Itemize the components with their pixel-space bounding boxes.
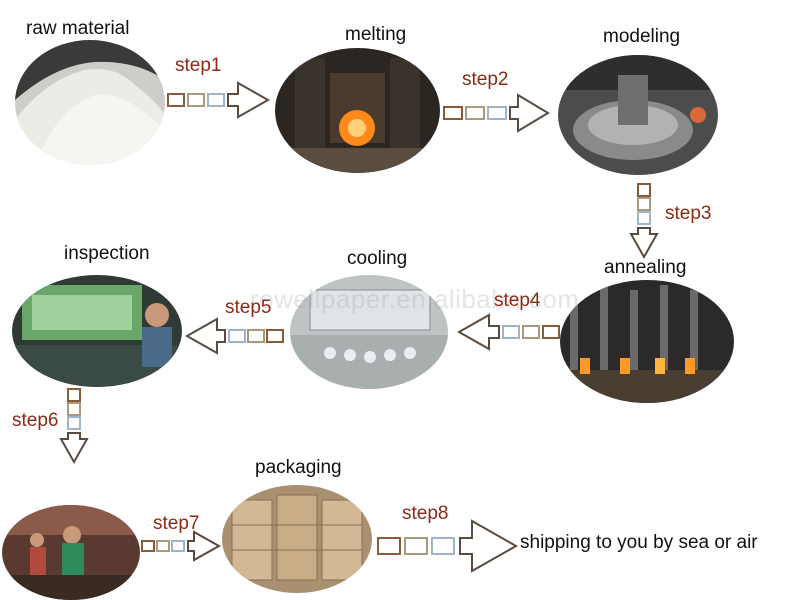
step1-label: step1 <box>175 55 222 76</box>
arrow-box <box>637 197 651 211</box>
shipping-label: shipping to you by sea or air <box>520 532 758 553</box>
arrow-box <box>637 183 651 197</box>
step6-arrow <box>59 388 89 465</box>
arrow-box <box>542 325 560 339</box>
step3-arrow <box>629 183 659 260</box>
arrow-box <box>228 329 246 343</box>
arrow-box <box>443 106 463 120</box>
arrow-box <box>266 329 284 343</box>
stage-modeling-label: modeling <box>603 26 681 47</box>
modeling-photo <box>558 55 718 175</box>
stage-annealing-label: annealing <box>604 257 687 278</box>
step8-arrow <box>377 519 519 573</box>
arrow-box <box>67 388 81 402</box>
raw-material-photo <box>15 40 165 165</box>
stage-packaging-label: packaging <box>255 457 342 478</box>
step8-label: step8 <box>402 503 449 524</box>
step7-arrow <box>141 530 222 562</box>
arrow-head <box>459 519 519 573</box>
arrow-head <box>227 81 271 119</box>
arrow-head <box>456 313 500 351</box>
arrow-head <box>629 227 659 260</box>
stage-cooling-label: cooling <box>347 248 408 269</box>
workers-photo <box>2 505 140 600</box>
stage-inspection-label: inspection <box>64 243 150 264</box>
step1-arrow <box>167 81 271 119</box>
arrow-head <box>509 93 550 133</box>
arrow-head <box>185 317 226 355</box>
arrow-box <box>465 106 485 120</box>
packaging-photo <box>222 485 372 593</box>
arrow-box <box>502 325 520 339</box>
step5-label: step5 <box>225 297 272 318</box>
arrow-box <box>156 540 170 552</box>
annealing-photo <box>560 280 734 403</box>
step6-label: step6 <box>12 410 59 431</box>
step7-label: step7 <box>153 513 200 534</box>
arrow-box <box>487 106 507 120</box>
arrow-box <box>522 325 540 339</box>
arrow-box <box>167 93 185 107</box>
step4-arrow <box>456 313 560 351</box>
arrow-box <box>207 93 225 107</box>
melting-photo <box>275 48 440 173</box>
arrow-box <box>247 329 265 343</box>
step3-label: step3 <box>665 203 712 224</box>
arrow-head <box>59 432 89 465</box>
arrow-box <box>141 540 155 552</box>
arrow-box <box>637 211 651 225</box>
arrow-box <box>67 416 81 430</box>
arrow-head <box>187 530 222 562</box>
arrow-box <box>67 402 81 416</box>
stage-melting-label: melting <box>345 24 407 45</box>
step5-arrow <box>185 317 284 355</box>
arrow-box <box>431 537 455 555</box>
step2-label: step2 <box>462 69 509 90</box>
stage-raw-material-label: raw material <box>26 18 130 39</box>
arrow-box <box>187 93 205 107</box>
step4-label: step4 <box>494 290 541 311</box>
arrow-box <box>404 537 428 555</box>
watermark: rowellpaper.en.alibaba.com <box>250 284 580 314</box>
step2-arrow <box>443 93 550 133</box>
arrow-box <box>171 540 185 552</box>
arrow-box <box>377 537 401 555</box>
inspection-photo <box>12 275 182 387</box>
